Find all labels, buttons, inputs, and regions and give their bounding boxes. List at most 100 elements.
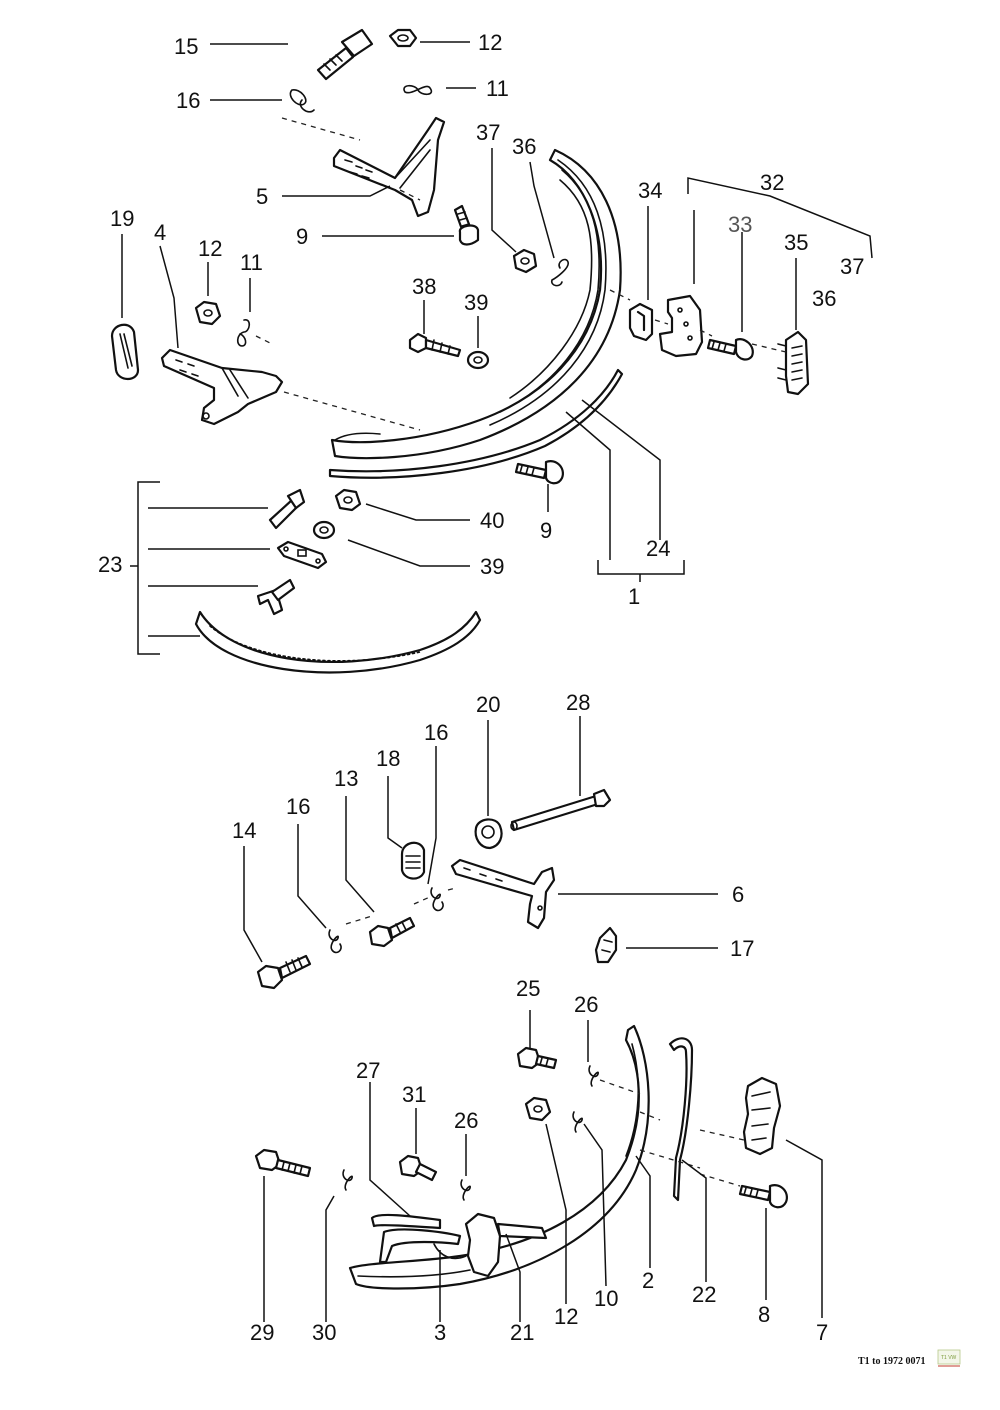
part-22-strip [668, 1037, 694, 1202]
label-27: 27 [356, 1058, 380, 1083]
label-16-top: 16 [176, 88, 200, 113]
label-33: 33 [728, 212, 752, 237]
part-3-guard-plate [433, 1243, 467, 1260]
part-14-bolt [256, 954, 312, 990]
label-36-right: 36 [812, 286, 836, 311]
group-23-brace [130, 481, 160, 655]
part-36-washer [550, 258, 569, 287]
label-20: 20 [476, 692, 500, 717]
part-12-nut-top [388, 28, 418, 48]
part-23-plate [276, 540, 328, 570]
part-32-guard [658, 294, 704, 358]
part-16-washer-top [289, 89, 315, 113]
part-9-bolt-b [514, 460, 564, 485]
group-32-brace [687, 177, 873, 259]
logo-text: T1 VW [941, 1355, 957, 1361]
footer-code: T1 to 1972 0071 [858, 1356, 926, 1367]
label-38: 38 [412, 274, 436, 299]
part-9-bolt-a [453, 204, 480, 246]
group-1-brace [597, 560, 685, 582]
label-7: 7 [816, 1320, 828, 1345]
label-26-right: 26 [574, 992, 598, 1017]
part-2-bumper [348, 1024, 650, 1290]
label-32: 32 [760, 170, 784, 195]
label-30: 30 [312, 1320, 336, 1345]
label-14: 14 [232, 818, 256, 843]
part-31-bolt [398, 1154, 438, 1182]
label-36-top: 36 [512, 134, 536, 159]
label-12-bottom: 12 [554, 1304, 578, 1329]
label-19: 19 [110, 206, 134, 231]
part-39-washer-a [466, 350, 490, 370]
label-11-left: 11 [240, 250, 263, 275]
part-26-washer-right [588, 1065, 599, 1087]
label-10: 10 [594, 1286, 618, 1311]
label-13: 13 [334, 766, 358, 791]
label-15: 15 [174, 34, 198, 59]
part-30-washer [342, 1169, 353, 1191]
part-6-bracket [450, 858, 556, 930]
part-21-guard-bracket [464, 1212, 548, 1278]
label-9-bottom: 9 [540, 518, 552, 543]
label-23: 23 [98, 552, 122, 577]
label-28: 28 [566, 690, 590, 715]
part-7-rubber [742, 1076, 782, 1156]
label-2: 2 [642, 1268, 654, 1293]
part-1-bumper [330, 148, 622, 460]
label-21: 21 [510, 1320, 534, 1345]
label-37-right: 37 [840, 254, 864, 279]
label-25: 25 [516, 976, 540, 1001]
label-40: 40 [480, 508, 504, 533]
part-16-washer-mid-b [430, 887, 444, 912]
part-26-washer-left [460, 1179, 471, 1201]
logo: T1 VW [937, 1349, 961, 1367]
part-34-bracket [628, 302, 654, 342]
part-23-rubber-strip [194, 610, 482, 674]
label-9-top: 9 [296, 224, 308, 249]
label-4: 4 [154, 220, 166, 245]
part-25-bolt [516, 1046, 558, 1070]
label-11-top: 11 [486, 76, 509, 101]
label-39-top: 39 [464, 290, 488, 315]
label-37-top: 37 [476, 120, 500, 145]
part-23-screw [268, 488, 306, 530]
part-29-bolt [254, 1148, 312, 1178]
part-23-tbolt [256, 578, 296, 616]
label-12-top: 12 [478, 30, 502, 55]
label-17: 17 [730, 936, 754, 961]
label-18: 18 [376, 746, 400, 771]
part-16-washer-mid-a [328, 929, 342, 954]
part-39-washer-b [312, 520, 336, 540]
part-8-bolt [738, 1184, 788, 1209]
label-35: 35 [784, 230, 808, 255]
part-5-bracket [332, 116, 446, 218]
part-12-nut-left [194, 300, 222, 326]
label-26-left: 26 [454, 1108, 478, 1133]
label-24: 24 [646, 536, 670, 561]
part-11-washer-left [236, 319, 251, 347]
part-18-clip [400, 841, 426, 880]
part-37-nut [512, 248, 538, 274]
label-29: 29 [250, 1320, 274, 1345]
part-35-rubber [777, 330, 810, 396]
label-16-mid-b: 16 [424, 720, 448, 745]
label-6: 6 [732, 882, 744, 907]
part-11-washer-top [403, 84, 433, 96]
label-31: 31 [402, 1082, 426, 1107]
label-22: 22 [692, 1282, 716, 1307]
label-8: 8 [758, 1302, 770, 1327]
part-12-nut-bottom [524, 1096, 552, 1122]
part-28-rod [510, 788, 612, 832]
label-12-left: 12 [198, 236, 222, 261]
label-1: 1 [628, 584, 640, 609]
part-27-guard-rod [370, 1213, 462, 1264]
part-24-strip [328, 368, 624, 479]
label-16-mid-a: 16 [286, 794, 310, 819]
part-40-nut [334, 488, 362, 512]
part-33-bolt [706, 338, 754, 361]
part-10-washer [572, 1111, 583, 1133]
label-5: 5 [256, 184, 268, 209]
part-20-grommet [474, 818, 503, 850]
part-38-screw [408, 332, 462, 358]
